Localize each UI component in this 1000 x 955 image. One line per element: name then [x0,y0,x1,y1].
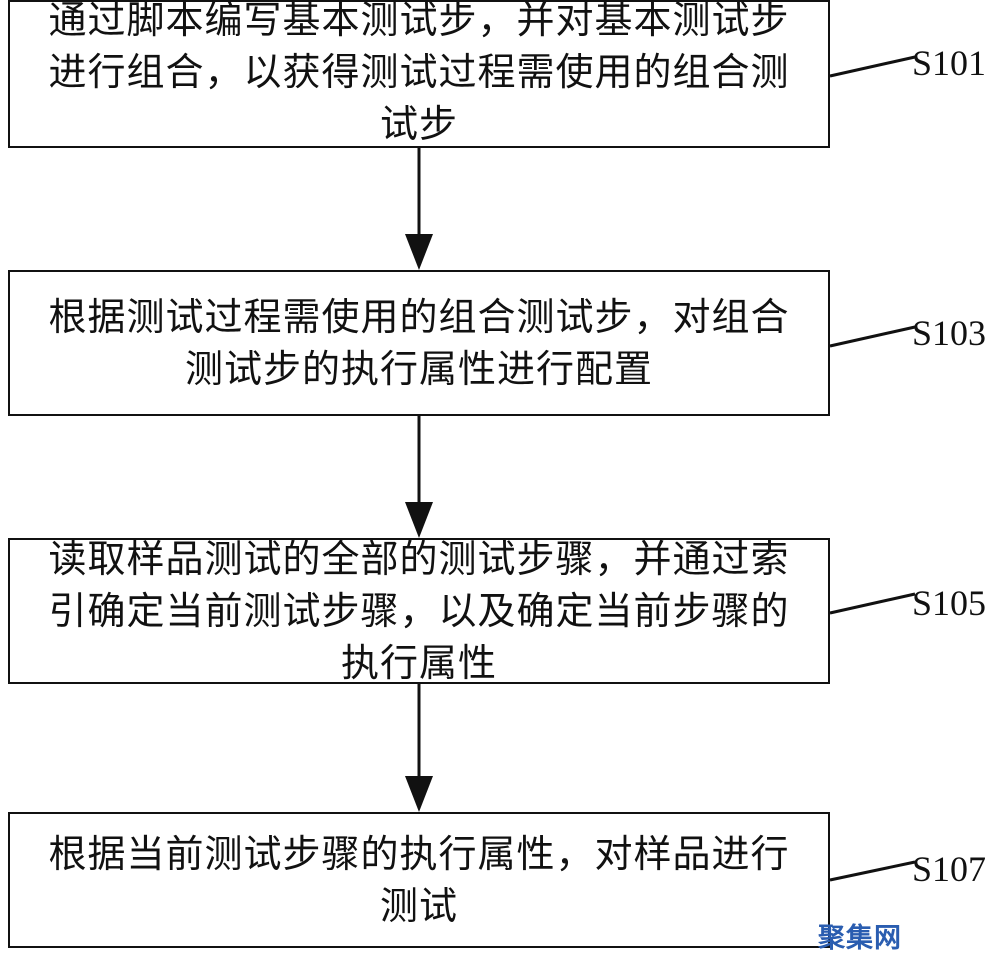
step-line: 试步 [379,102,458,146]
step-line: 根据测试过程需使用的组合测试步，对组合 [48,295,790,339]
step-text-s107: 根据当前测试步骤的执行属性，对样品进行 测试 [22,828,816,932]
step-line: 测试步的执行属性进行配置 [184,347,653,391]
step-label-s103: S103 [912,313,987,353]
watermark-logo: 聚集网 [818,923,902,954]
step-box-s107: 根据当前测试步骤的执行属性，对样品进行 测试 [8,812,830,948]
arrowhead-3 [405,776,433,812]
step-line: 执行属性 [340,641,497,685]
step-text-s105: 读取样品测试的全部的测试步骤，并通过索 引确定当前测试步骤，以及确定当前步骤的 … [22,533,816,689]
step-line: 引确定当前测试步骤，以及确定当前步骤的 [48,589,790,633]
step-label-s101: S101 [912,43,987,83]
arrowhead-2 [405,502,433,538]
step-text-s103: 根据测试过程需使用的组合测试步，对组合 测试步的执行属性进行配置 [22,291,816,395]
step-line: 根据当前测试步骤的执行属性，对样品进行 [48,832,790,876]
step-label-s105: S105 [912,583,987,623]
step-box-s101: 通过脚本编写基本测试步，并对基本测试步 进行组合，以获得测试过程需使用的组合测 … [8,0,830,148]
arrowhead-1 [405,234,433,270]
step-text-s101: 通过脚本编写基本测试步，并对基本测试步 进行组合，以获得测试过程需使用的组合测 … [22,0,816,150]
leader-line-s103 [829,325,916,348]
step-line: 读取样品测试的全部的测试步骤，并通过索 [48,537,790,581]
step-box-s105: 读取样品测试的全部的测试步骤，并通过索 引确定当前测试步骤，以及确定当前步骤的 … [8,537,830,685]
leader-line-s105 [829,592,916,615]
step-line: 测试 [379,884,458,928]
leader-line-s107 [829,860,916,882]
step-box-s103: 根据测试过程需使用的组合测试步，对组合 测试步的执行属性进行配置 [8,270,830,416]
step-line: 通过脚本编写基本测试步，并对基本测试步 [48,0,790,42]
leader-line-s101 [829,55,916,78]
step-line: 进行组合，以获得测试过程需使用的组合测 [48,50,790,94]
step-label-s107: S107 [912,849,987,889]
